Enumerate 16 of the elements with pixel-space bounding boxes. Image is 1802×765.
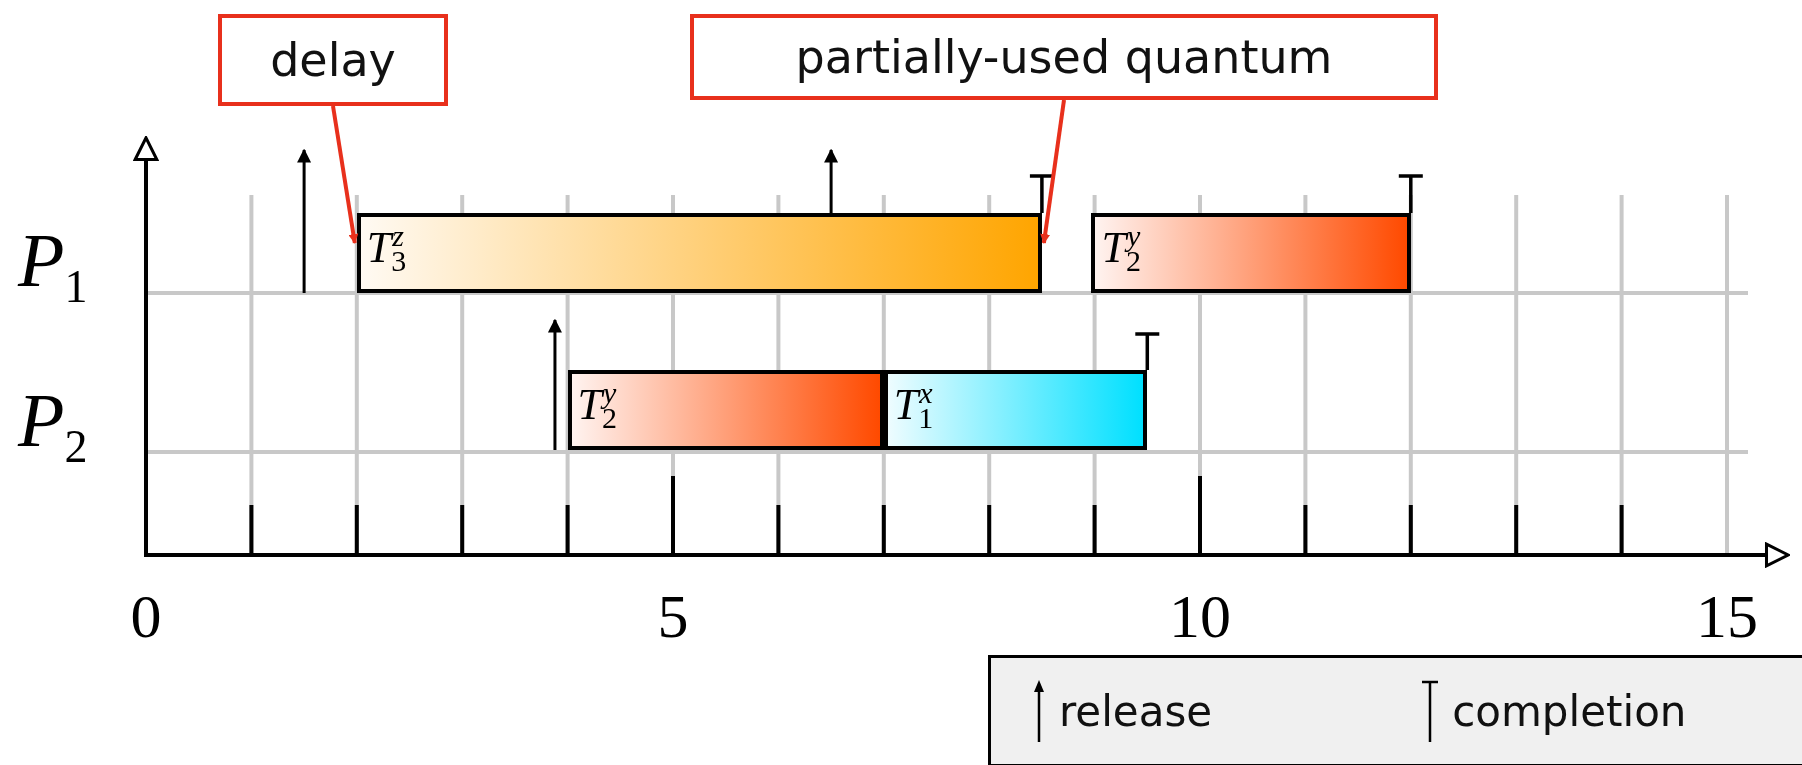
legend-text: completion <box>1452 686 1687 736</box>
callout-box: partially-used quantum <box>690 14 1438 100</box>
arrow <box>1040 99 1066 244</box>
task-bar <box>1091 213 1411 293</box>
processor-label: P$_{2}$ <box>18 382 88 471</box>
axis-tick-label: 15 <box>1696 585 1758 647</box>
task-bar <box>883 370 1148 450</box>
axis-tick-label: 0 <box>130 585 162 647</box>
task-bar <box>567 370 884 450</box>
axis-tick-label: 5 <box>657 585 689 647</box>
processor-label: P$_{1}$ <box>18 222 88 311</box>
task-bar <box>356 213 1042 293</box>
axis-tick-label: 10 <box>1169 585 1231 647</box>
arrow <box>331 105 359 244</box>
callout-box: delay <box>218 14 448 106</box>
legend-text: release <box>1059 686 1213 736</box>
